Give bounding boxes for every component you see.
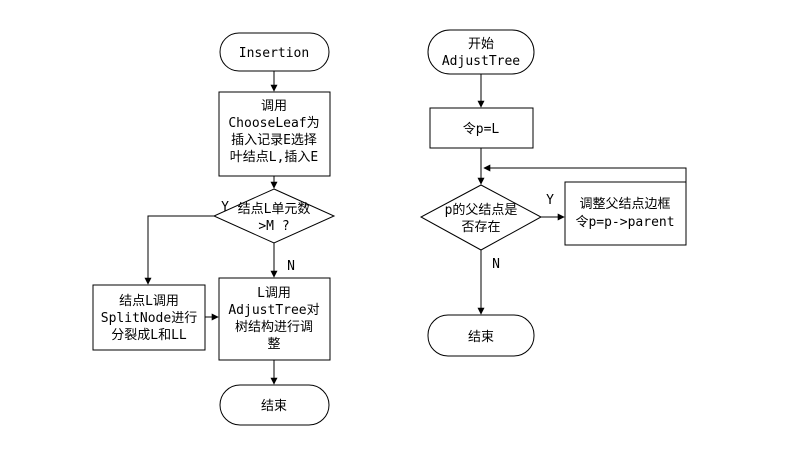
left-splitnode-line3: 分裂成L和LL xyxy=(111,328,187,343)
left-adjusttree-line1: L调用 xyxy=(257,286,291,301)
right-end-terminator xyxy=(427,314,535,357)
left-splitnode-line2: SplitNode进行 xyxy=(101,311,197,326)
left-adjusttree-line4: 整 xyxy=(267,337,280,352)
right-adjustparent-line2: 令p=p->parent xyxy=(575,215,674,230)
left-chooseleaf-process xyxy=(218,91,331,177)
left-adjusttree-line2: AdjustTree对 xyxy=(228,303,319,318)
right-start-line1: 开始 xyxy=(468,37,494,52)
left-no-label: N xyxy=(287,259,295,274)
left-splitnode-line1: 结点L调用 xyxy=(119,294,179,309)
left-chooseleaf-line3: 插入记录E选择 xyxy=(231,133,317,148)
left-end-label: 结束 xyxy=(261,399,287,414)
left-yes-label: Y xyxy=(221,200,229,215)
left-chooseleaf-line1: 调用 xyxy=(261,99,287,114)
right-start-line2: AdjustTree xyxy=(442,54,520,69)
right-decision-line1: p的父结点是 xyxy=(445,202,518,218)
left-adjusttree-line3: 树结构进行调 xyxy=(235,320,313,335)
right-no-label: N xyxy=(492,257,500,272)
right-assign-label: 令p=L xyxy=(463,122,500,137)
right-yes-label: Y xyxy=(546,193,554,208)
left-chooseleaf-line2: ChooseLeaf为 xyxy=(228,116,319,131)
right-edge-loopback xyxy=(483,164,687,182)
right-adjustparent-line1: 调整父结点边框 xyxy=(579,197,670,212)
left-decision-line2: >M ? xyxy=(258,219,289,234)
left-edge-yes-to-splitnode xyxy=(144,215,214,285)
left-chooseleaf-line4: 叶结点L,插入E xyxy=(230,150,318,165)
right-adjustparent-process xyxy=(564,181,687,246)
left-end-terminator xyxy=(219,384,330,426)
left-start-label: Insertion xyxy=(239,46,309,61)
left-decision-line1: 结点L单元数 xyxy=(238,202,311,217)
right-decision-line2: 否存在 xyxy=(461,220,500,235)
right-assign-process xyxy=(429,107,534,149)
right-end-label: 结束 xyxy=(468,330,494,345)
left-adjusttree-process xyxy=(218,277,331,361)
left-splitnode-process xyxy=(92,284,206,351)
